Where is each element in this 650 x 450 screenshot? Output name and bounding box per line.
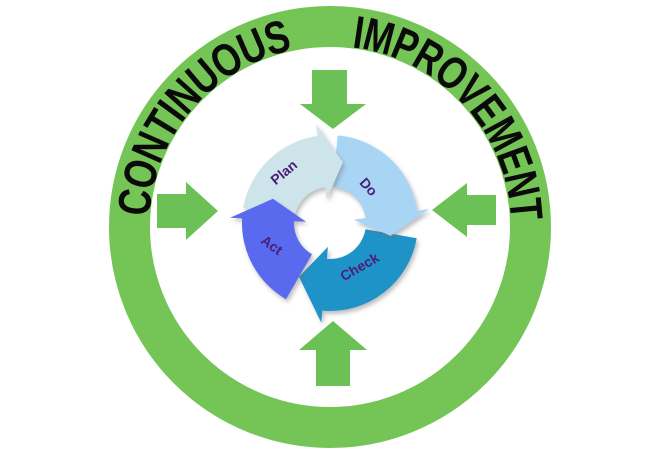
outer-ring — [109, 6, 551, 448]
inward-arrow-left-icon — [157, 182, 218, 240]
pdca-segment-act — [230, 198, 312, 300]
inward-arrow-right-icon — [432, 183, 496, 237]
inward-arrow-top-icon — [300, 70, 366, 129]
pdca-segment-plan — [243, 124, 343, 217]
pdca-segment-check — [299, 229, 417, 323]
inward-arrow-bottom-icon — [299, 321, 367, 386]
pdca-segment-do — [333, 135, 429, 236]
pdca-wheel: Plan Do Check Act — [230, 124, 429, 323]
